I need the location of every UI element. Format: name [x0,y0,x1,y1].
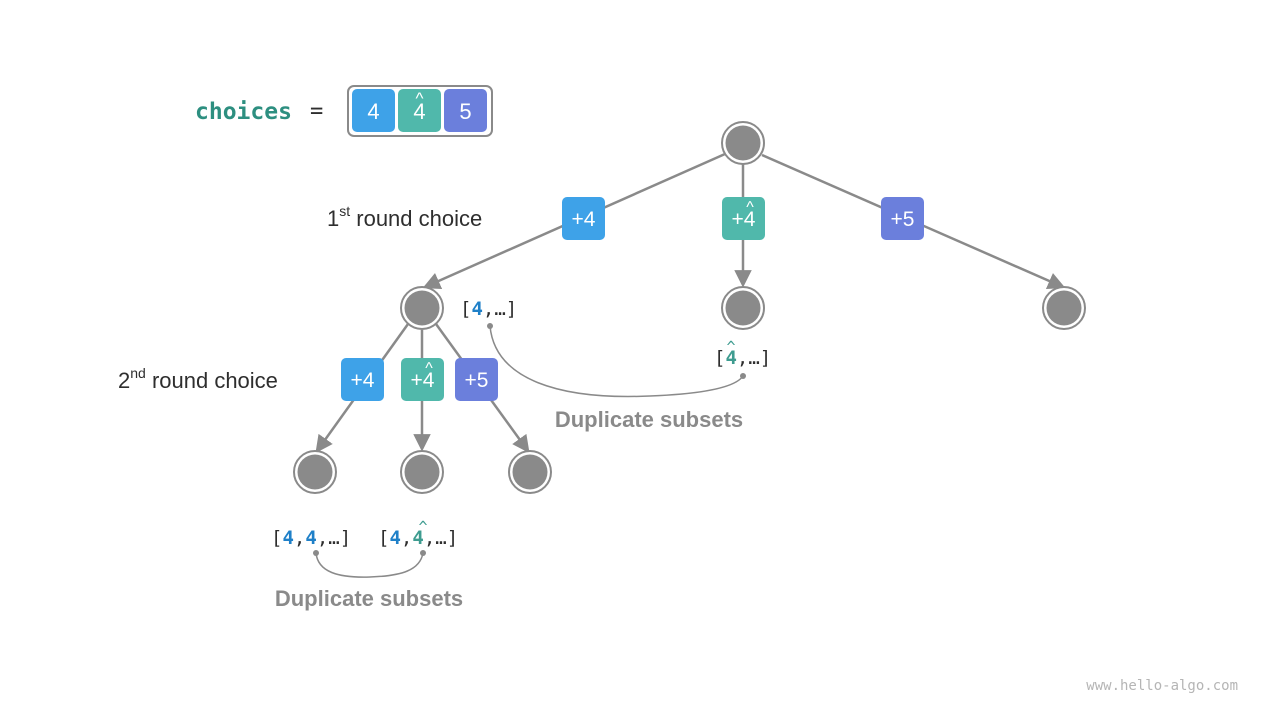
subset-separator: , [294,527,305,549]
tree-node [1042,286,1086,330]
tree-node [508,450,552,494]
choices-array-cell-0: 4 [352,89,395,132]
hat-mark: ^ [746,199,754,216]
choices-array-cell-text: 4 [413,99,425,124]
round-label-second: 2nd round choice [118,365,278,393]
choices-array-cell-1: 4 ^ [398,89,441,132]
edge-label-plus4: +4 [562,197,605,240]
tree-node [400,450,444,494]
round-number: 1 [327,206,339,231]
choices-array-cell-text: 4 [367,99,379,124]
subset-value: 4 [471,298,482,320]
choices-array-cell-2: 5 [444,89,487,132]
edge-label-plus4-hat: +4 ^ [722,197,765,240]
hat-mark: ^ [726,338,735,356]
tree-node [293,450,337,494]
svg-text:[4,4,…]: [4,4,…] [378,527,458,549]
edge-label-plus4: +4 [341,358,384,401]
subset-value: 4 [725,347,736,369]
subset-value: 4 [282,527,293,549]
subset-bracket: [ [460,298,471,320]
tree-node [400,286,444,330]
edge-label-plus5: +5 [881,197,924,240]
subset-separator: , [401,527,412,549]
round-suffix: st [339,203,350,219]
choices-equals: = [310,99,323,124]
subset-value: 4 [389,527,400,549]
subset-rest: …] [328,527,351,549]
edge-label-text: +4 [351,369,375,392]
subset-value: 4 [412,527,423,549]
hat-mark: ^ [425,360,433,377]
choices-label: choices [195,99,292,125]
duplicate-subsets-label-upper: Duplicate subsets [555,407,743,432]
tree-nodes [293,121,1086,494]
watermark: www.hello-algo.com [1086,678,1238,694]
round-text: round choice [146,368,278,393]
round-label-first: 1st round choice [327,203,482,231]
round-text: round choice [350,206,482,231]
subset-bracket: [ [378,527,389,549]
duplicate-subsets-label-lower: Duplicate subsets [275,586,463,611]
edge-label-text: +4 [572,208,596,231]
choices-array-cell-text: 5 [459,99,471,124]
subset-separator: , [317,527,328,549]
svg-text:[4,…]: [4,…] [714,347,771,369]
hat-mark: ^ [416,89,424,108]
subset-rest: …] [435,527,458,549]
subset-separator: , [483,298,494,320]
subset-rest: …] [748,347,771,369]
edge-label-plus4-hat: +4 ^ [401,358,444,401]
subset-label-d: [4,4,…] ^ [378,518,458,549]
round-number: 2 [118,368,130,393]
subset-separator: , [424,527,435,549]
edge-label-text: +4 [411,369,435,392]
subset-bracket: [ [271,527,282,549]
duplicate-connector-lower [313,550,426,578]
subset-separator: , [737,347,748,369]
round-suffix: nd [130,365,146,381]
subset-value: 4 [305,527,316,549]
edge-label-text: +5 [891,208,915,231]
tree-node [721,286,765,330]
edge-label-plus5: +5 [455,358,498,401]
subset-label-b: [4,…] ^ [714,338,771,369]
subset-label-a: [4,…] [460,298,517,320]
subset-rest: …] [494,298,517,320]
edge-label-text: +5 [465,369,489,392]
subset-label-c: [4,4,…] [271,527,351,549]
subset-bracket: [ [714,347,725,369]
edge-label-text: +4 [732,208,756,231]
choices-array-frame [347,85,493,137]
hat-mark: ^ [418,518,427,536]
tree-node-root [721,121,765,165]
duplicate-connector-upper [487,323,746,398]
